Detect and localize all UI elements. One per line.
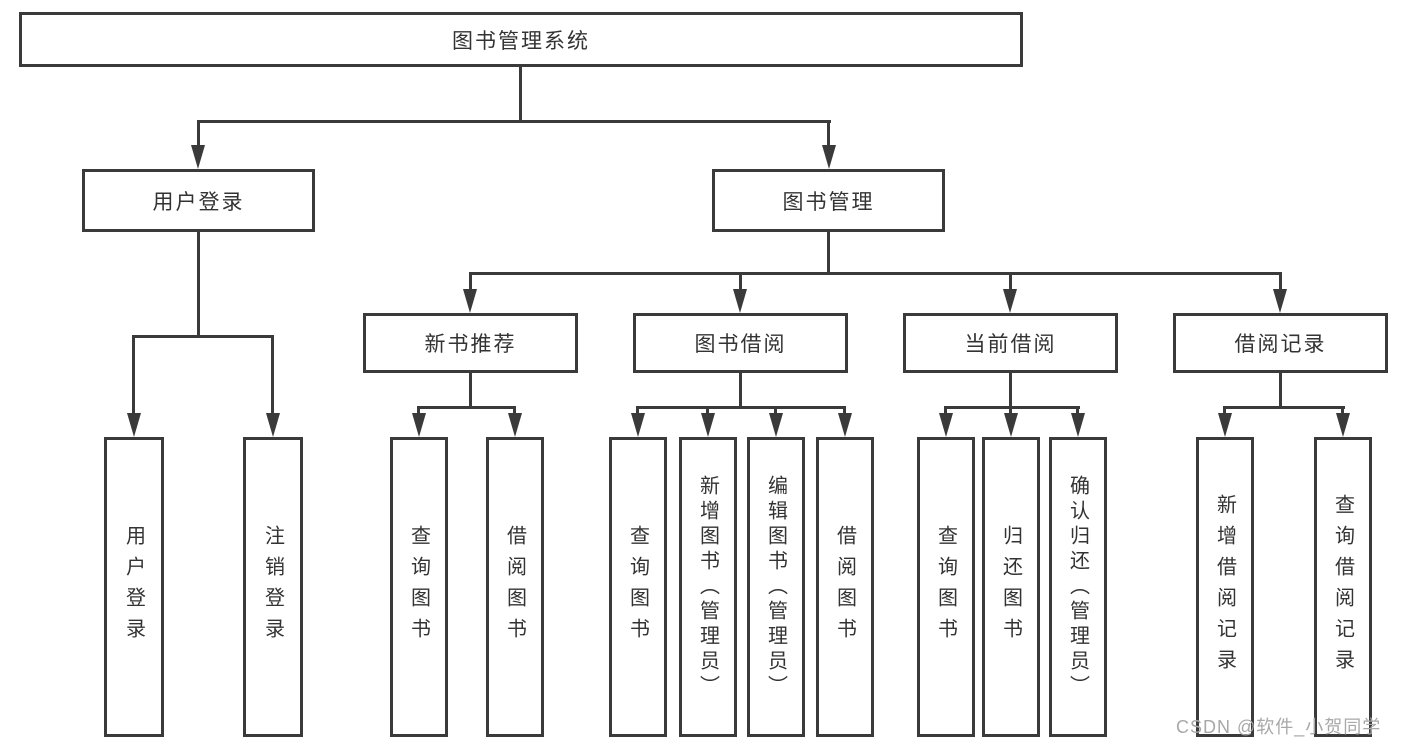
leaf-query-books-borrow: 查询图书 <box>609 437 667 737</box>
connector-vline <box>1279 373 1282 409</box>
node-new-book-recommendation: 新书推荐 <box>363 313 578 373</box>
arrow-down-icon <box>838 413 852 437</box>
arrow-down-icon <box>939 413 953 437</box>
connector-vline <box>519 67 522 120</box>
connector-hline <box>417 406 516 409</box>
arrow-down-icon <box>127 413 141 437</box>
arrow-down-icon <box>701 413 715 437</box>
leaf-confirm-return-admin: 确认归还（管理员） <box>1049 437 1107 737</box>
node-label: 借阅图书 <box>833 525 856 649</box>
arrow-down-icon <box>822 145 836 169</box>
node-current-borrowing: 当前借阅 <box>903 313 1118 373</box>
leaf-query-books-recommend: 查询图书 <box>390 437 448 737</box>
connector-vline <box>739 272 742 292</box>
arrow-down-icon <box>1003 289 1017 313</box>
connector-hline <box>944 406 1080 409</box>
leaf-borrow-books-recommend: 借阅图书 <box>486 437 544 737</box>
node-label: 图书借阅 <box>694 333 787 356</box>
node-library-management-system: 图书管理系统 <box>19 12 1023 67</box>
node-label: 编辑图书（管理员） <box>764 474 787 700</box>
connector-vline <box>1279 272 1282 292</box>
node-label: 图书管理 <box>782 190 875 214</box>
node-label: 查询图书 <box>626 525 649 649</box>
node-label: 查询图书 <box>934 525 957 649</box>
arrow-down-icon <box>191 145 205 169</box>
node-label: 用户登录 <box>152 190 245 214</box>
arrow-down-icon <box>733 289 747 313</box>
connector-hline <box>1223 406 1345 409</box>
connector-vline <box>739 373 742 409</box>
leaf-logout: 注销登录 <box>243 437 303 737</box>
node-label: 新增借阅记录 <box>1213 494 1236 680</box>
node-label: 注销登录 <box>261 525 284 649</box>
node-user-login: 用户登录 <box>82 169 315 232</box>
arrow-down-icon <box>1336 413 1350 437</box>
connector-vline <box>827 120 830 149</box>
leaf-add-books-admin: 新增图书（管理员） <box>679 437 737 737</box>
node-book-borrowing: 图书借阅 <box>633 313 848 373</box>
connector-vline <box>469 373 472 409</box>
connector-hline <box>469 272 1282 275</box>
connector-hline <box>636 406 846 409</box>
node-label: 查询借阅记录 <box>1331 494 1354 680</box>
arrow-down-icon <box>463 289 477 313</box>
connector-vline <box>271 335 274 417</box>
connector-vline <box>132 335 135 417</box>
csdn-watermark: CSDN @软件_小贺同学 <box>1176 717 1382 737</box>
node-label: 借阅图书 <box>503 525 526 649</box>
leaf-query-books-current: 查询图书 <box>917 437 975 737</box>
node-borrowing-records: 借阅记录 <box>1173 313 1388 373</box>
arrow-down-icon <box>631 413 645 437</box>
connector-hline <box>132 335 274 338</box>
node-label: 新书推荐 <box>424 333 517 356</box>
leaf-return-books: 归还图书 <box>982 437 1040 737</box>
connector-vline <box>1009 272 1012 292</box>
arrow-down-icon <box>412 413 426 437</box>
node-label: 归还图书 <box>999 525 1022 649</box>
connector-vline <box>827 232 830 275</box>
leaf-query-borrow-record: 查询借阅记录 <box>1314 437 1372 737</box>
node-label: 用户登录 <box>122 525 145 649</box>
leaf-edit-books-admin: 编辑图书（管理员） <box>747 437 805 737</box>
leaf-user-login: 用户登录 <box>104 437 164 737</box>
node-label: 新增图书（管理员） <box>696 474 719 700</box>
node-label: 图书管理系统 <box>452 29 590 53</box>
connector-vline <box>469 272 472 292</box>
node-label: 查询图书 <box>407 525 430 649</box>
connector-vline <box>197 120 200 149</box>
connector-hline <box>197 120 831 123</box>
node-label: 借阅记录 <box>1234 333 1327 356</box>
node-label: 确认归还（管理员） <box>1066 474 1089 700</box>
arrow-down-icon <box>266 413 280 437</box>
arrow-down-icon <box>769 413 783 437</box>
leaf-borrow-books: 借阅图书 <box>816 437 874 737</box>
arrow-down-icon <box>1004 413 1018 437</box>
arrow-down-icon <box>1273 289 1287 313</box>
node-label: 当前借阅 <box>964 333 1057 356</box>
connector-vline <box>1009 373 1012 409</box>
arrow-down-icon <box>508 413 522 437</box>
connector-vline <box>197 232 200 335</box>
leaf-add-borrow-record: 新增借阅记录 <box>1196 437 1254 737</box>
arrow-down-icon <box>1218 413 1232 437</box>
arrow-down-icon <box>1071 413 1085 437</box>
node-book-management: 图书管理 <box>712 169 945 232</box>
